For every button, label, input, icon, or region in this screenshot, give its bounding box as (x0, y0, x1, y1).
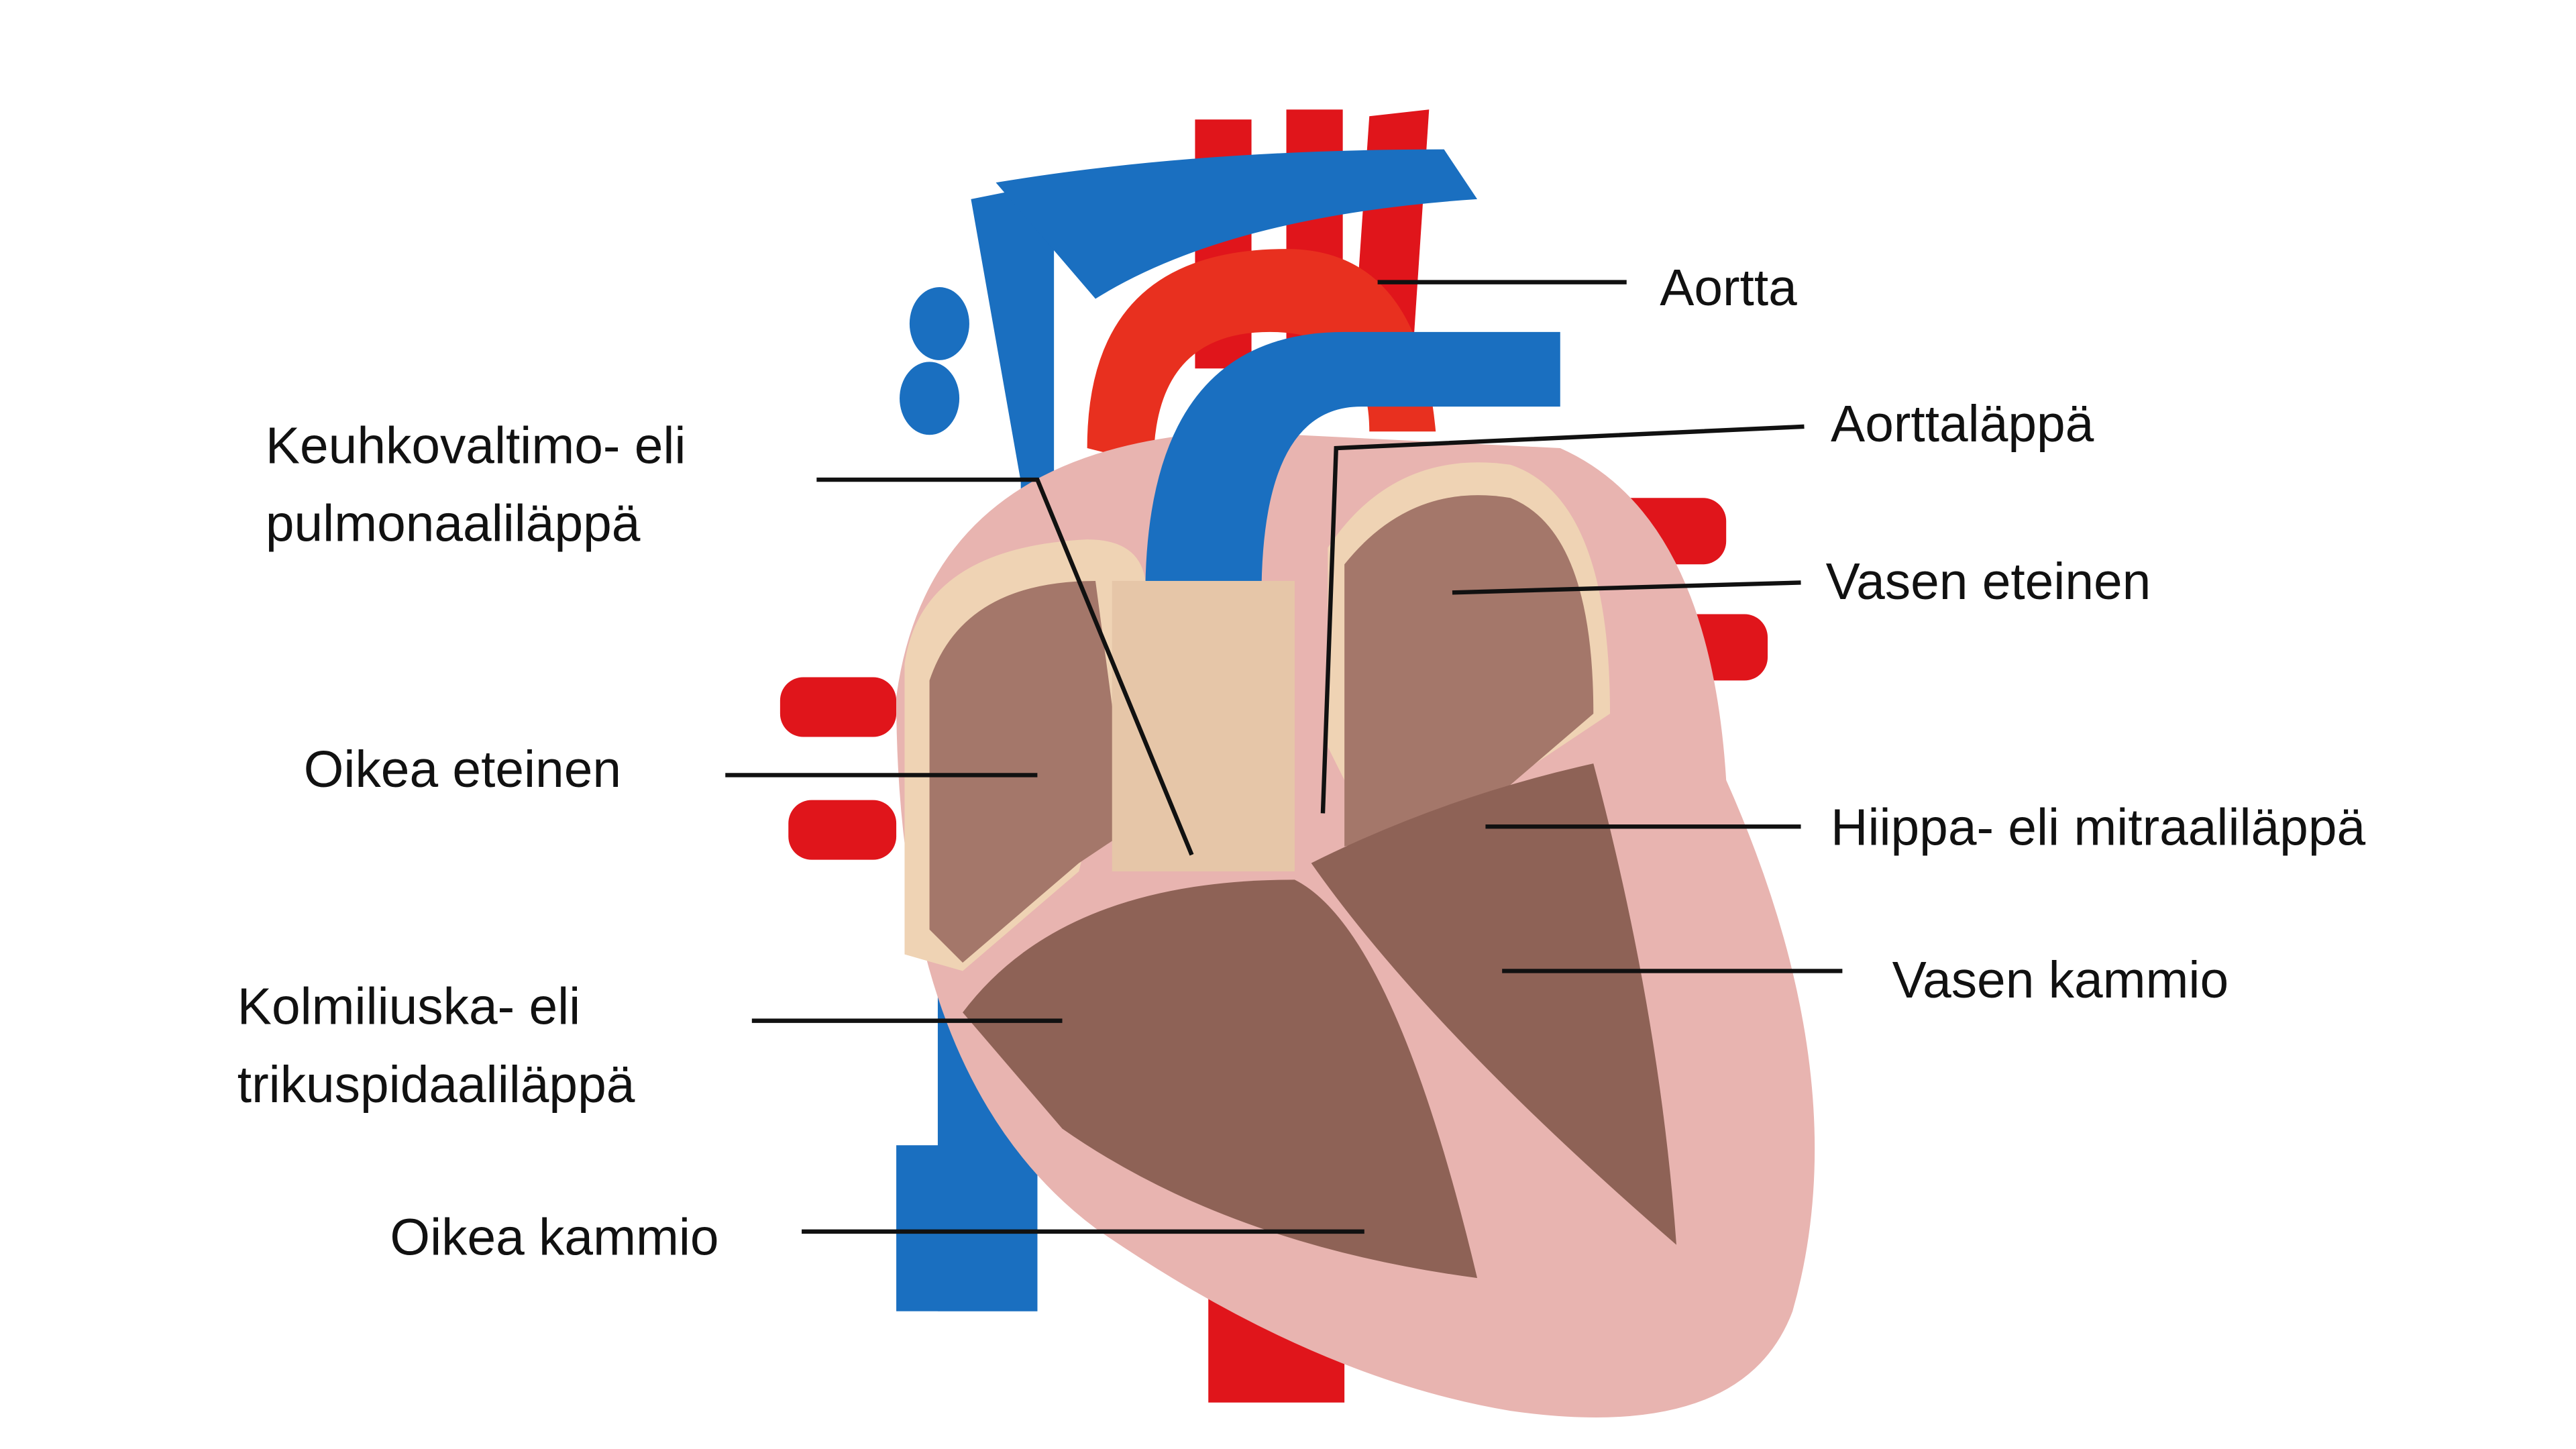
label-aortta: Aortta (1660, 260, 1797, 317)
right-ventricle (963, 879, 1478, 1279)
aorta-arch (1087, 249, 1436, 465)
label-keuhkovaltimo-line2: pulmonaaliläppä (266, 496, 641, 553)
pulmonary-artery-right-2 (788, 800, 897, 860)
label-oikea-kammio: Oikea kammio (390, 1210, 718, 1267)
label-kolmiliuska-line2: trikuspidaaliläppä (237, 1057, 635, 1114)
label-oikea-eteinen: Oikea eteinen (304, 741, 621, 798)
leader-lines (725, 280, 1843, 1234)
inferior-vena-cava (896, 1145, 1038, 1311)
pulmonary-artery (996, 149, 1478, 299)
label-hiippa: Hiippa- eli mitraaliläppä (1831, 799, 2365, 856)
pulmonary-artery-right-1 (780, 677, 897, 737)
label-vasen-kammio: Vasen kammio (1892, 952, 2229, 1009)
pulmonary-trunk (1145, 331, 1560, 598)
label-aorttalappa: Aorttaläppä (1831, 396, 2094, 453)
heart-illustration (780, 109, 1815, 1417)
left-ventricle (1311, 763, 1676, 1245)
label-kolmiliuska-line1: Kolmiliuska- eli (237, 979, 580, 1036)
label-keuhkovaltimo-line1: Keuhkovaltimo- eli (266, 417, 686, 474)
right-atrium (929, 580, 1129, 963)
pulmonary-valve-root (1112, 580, 1295, 871)
left-atrium (1344, 495, 1594, 847)
label-vasen-eteinen: Vasen eteinen (1826, 553, 2151, 610)
